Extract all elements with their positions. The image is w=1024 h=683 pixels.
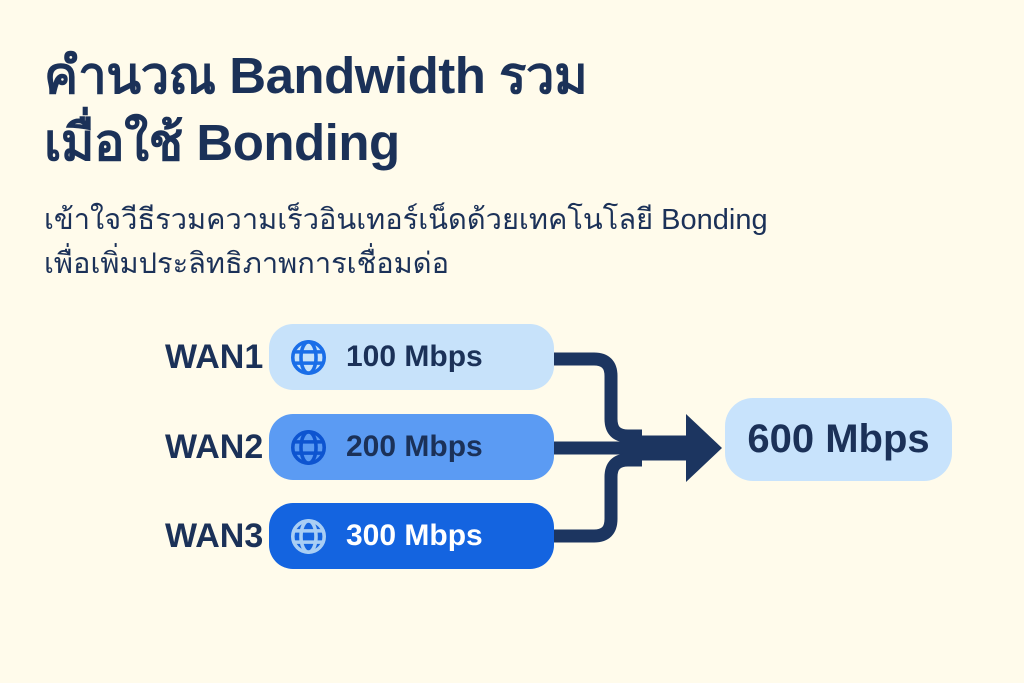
connector-wan3: [550, 453, 642, 543]
wan-speed-pill: 100 Mbps: [269, 324, 554, 390]
wan-label: WAN3: [165, 516, 264, 555]
connector-wan1: [550, 352, 642, 443]
wan-speed-pill: 300 Mbps: [269, 503, 554, 569]
subtitle-line-1: เข้าใจวีธีรวมความเร็วอินเทอร์เน็ดด้วยเทค…: [44, 204, 768, 236]
wan-speed-pill: 200 Mbps: [269, 414, 554, 480]
title-line-2: เมื่อใช้ Bonding: [44, 114, 400, 171]
wan-speed-value: 300 Mbps: [346, 519, 483, 552]
page-title: คำนวณ Bandwidth รวม เมื่อใช้ Bonding: [44, 42, 588, 176]
wan-row: WAN3 300 Mbps: [165, 503, 554, 569]
total-bandwidth-pill: 600 Mbps: [725, 398, 952, 481]
subtitle-line-2: เพื่อเพิ่มประลิทธิภาพการเชื่อมด่อ: [44, 248, 450, 280]
wan-speed-value: 100 Mbps: [346, 340, 483, 373]
page-subtitle: เข้าใจวีธีรวมความเร็วอินเทอร์เน็ดด้วยเทค…: [44, 198, 768, 286]
wan-row: WAN2 200 Mbps: [165, 414, 554, 480]
wan-row: WAN1 100 Mbps: [165, 324, 554, 390]
wan-label: WAN1: [165, 337, 264, 376]
globe-icon: [290, 518, 327, 554]
wan-label: WAN2: [165, 427, 264, 466]
title-line-1: คำนวณ Bandwidth รวม: [44, 47, 588, 104]
arrow-head: [686, 414, 722, 482]
total-bandwidth-value: 600 Mbps: [747, 417, 930, 461]
globe-icon: [290, 429, 327, 465]
globe-icon: [290, 339, 327, 375]
wan-speed-value: 200 Mbps: [346, 430, 483, 463]
